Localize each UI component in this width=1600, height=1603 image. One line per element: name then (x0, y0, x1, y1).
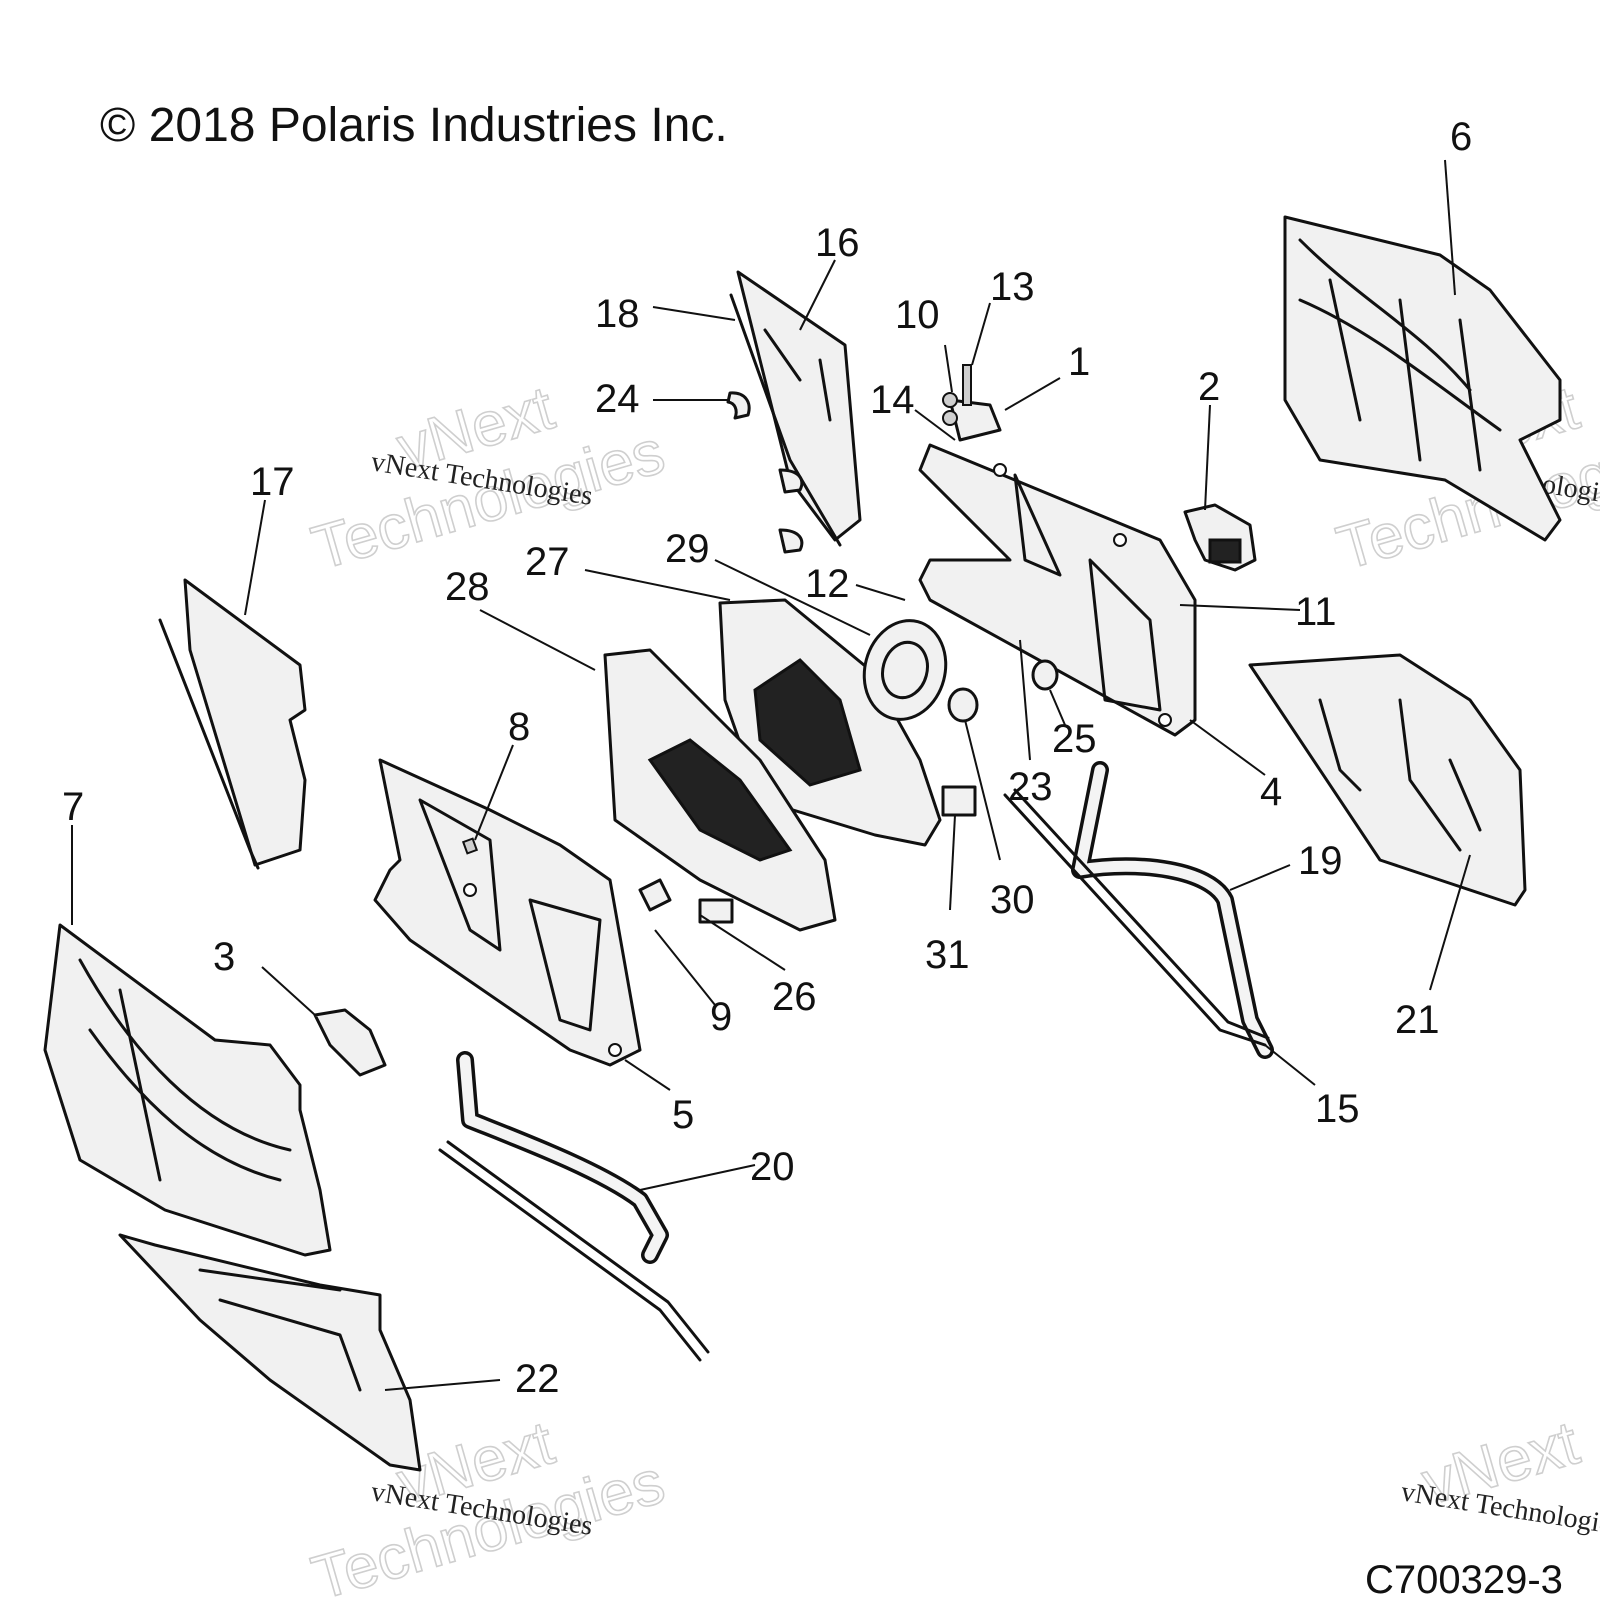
callout-labels: 1 2 3 4 5 6 7 8 9 10 11 12 13 14 15 16 1… (62, 115, 1472, 1401)
part-3-latch-left (313, 1008, 387, 1077)
leader-lines (71, 159, 1471, 1391)
callout-26: 26 (772, 975, 817, 1019)
part-6-door-panel-upper (1283, 215, 1562, 542)
callout-16: 16 (815, 221, 860, 265)
part-15-seal-strip-right (1003, 788, 1270, 1047)
part-31-connector (941, 785, 977, 817)
callout-3: 3 (213, 935, 235, 979)
callout-15: 15 (1315, 1087, 1360, 1131)
callout-10: 10 (895, 293, 940, 337)
callout-25: 25 (1052, 717, 1097, 761)
callout-2: 2 (1198, 365, 1220, 409)
part-22-lower-trim (118, 1233, 422, 1472)
part-16-upper-trim (729, 270, 862, 547)
part-29-speaker (862, 619, 948, 721)
callout-7: 7 (62, 785, 84, 829)
callout-23: 23 (1008, 765, 1053, 809)
copyright-notice: © 2018 Polaris Industries Inc. (100, 99, 728, 152)
callout-12: 12 (805, 562, 850, 606)
callout-18: 18 (595, 292, 640, 336)
part-20-lower-frame-left (456, 1051, 669, 1264)
callout-29: 29 (665, 527, 710, 571)
part-19-lower-frame-right (1071, 761, 1274, 1059)
part-1-hinge-hardware (942, 364, 1002, 442)
callout-4: 4 (1260, 770, 1282, 814)
part-21-door-panel-lower-right (1248, 653, 1527, 907)
callout-20: 20 (750, 1145, 795, 1189)
part-26-bracket (638, 878, 734, 924)
callout-6: 6 (1450, 115, 1472, 159)
callout-1: 1 (1068, 340, 1090, 384)
callout-27: 27 (525, 540, 570, 584)
callout-5: 5 (672, 1093, 694, 1137)
callout-22: 22 (515, 1357, 560, 1401)
callout-21: 21 (1395, 998, 1440, 1042)
part-8-screw (461, 837, 479, 855)
part-20-seal-strip-left (438, 1140, 710, 1362)
part-5-door-frame-left (373, 758, 642, 1067)
part-24-clip (726, 391, 804, 554)
callout-17: 17 (250, 460, 295, 504)
callout-31: 31 (925, 933, 970, 977)
part-17-window-panel (158, 578, 307, 870)
callout-24: 24 (595, 377, 640, 421)
callout-9: 9 (710, 995, 732, 1039)
part-25-grommet (1031, 659, 1059, 691)
callout-30: 30 (990, 878, 1035, 922)
drawing-code: C700329-3 (1365, 1558, 1563, 1602)
callout-19: 19 (1298, 839, 1343, 883)
part-4-door-frame-right (918, 443, 1197, 737)
part-30-tweeter (947, 687, 979, 723)
callout-8: 8 (508, 705, 530, 749)
callout-11: 11 (1295, 590, 1337, 634)
callout-28: 28 (445, 565, 490, 609)
callout-13: 13 (990, 265, 1035, 309)
callout-14: 14 (870, 378, 915, 422)
part-7-door-panel-lower-left (43, 923, 332, 1257)
part-28-speaker-housing-left (603, 648, 837, 932)
part-2-latch (1183, 503, 1257, 572)
